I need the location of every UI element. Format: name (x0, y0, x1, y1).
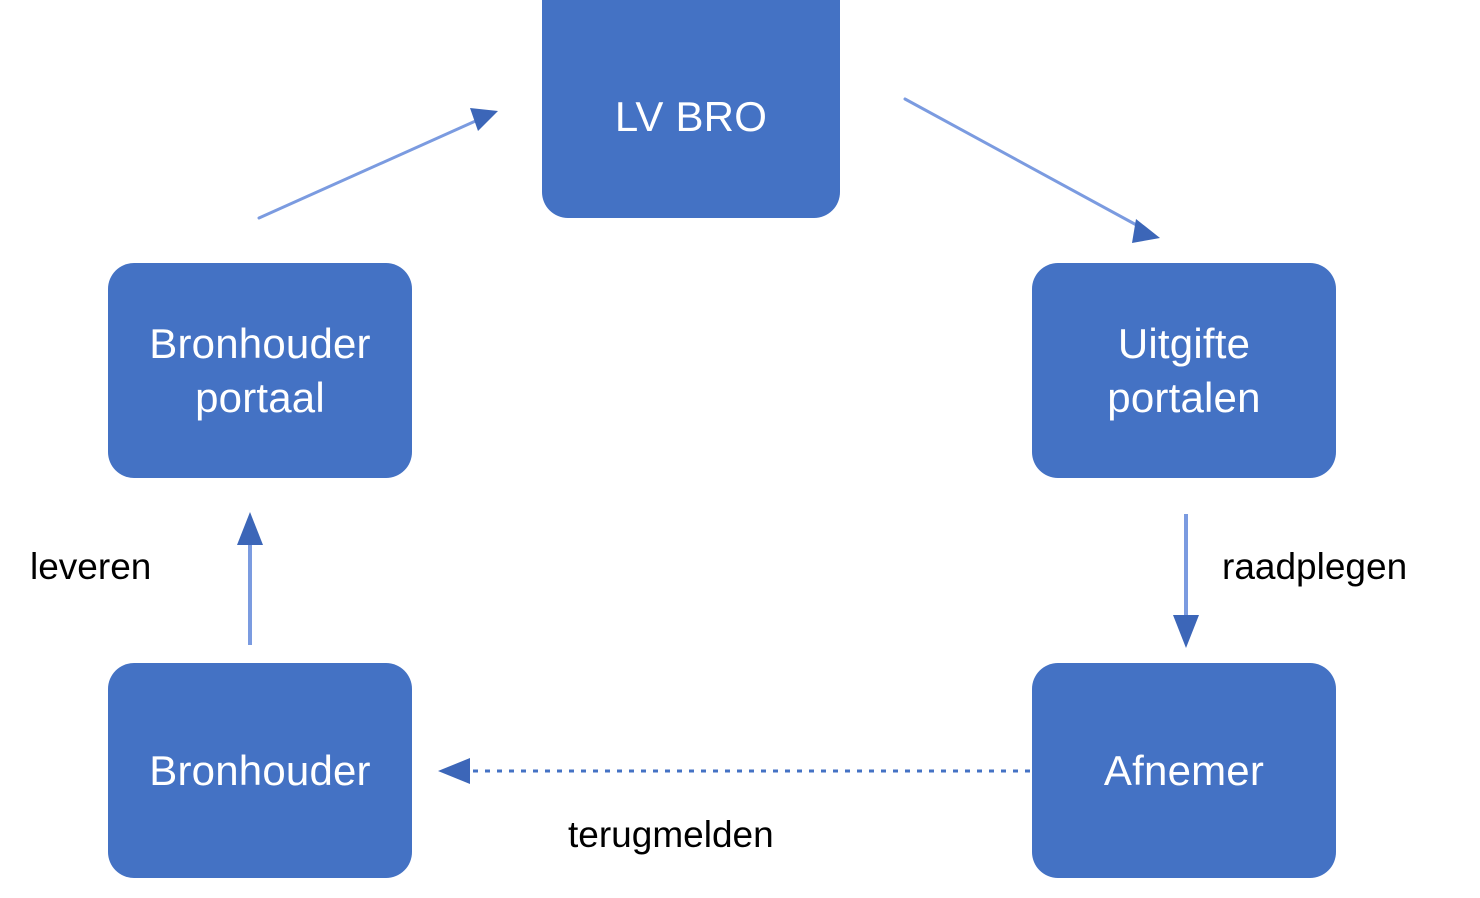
edge-uitgifte-portalen-to-afnemer (1173, 514, 1199, 648)
node-bronhouder-portaal[interactable]: Bronhouder portaal (108, 263, 412, 478)
edge-bronhouder-portaal-to-lv-bro (257, 108, 498, 220)
node-afnemer[interactable]: Afnemer (1032, 663, 1336, 878)
edge-label-leveren: leveren (30, 546, 152, 587)
edge-afnemer-to-bronhouder (438, 758, 1030, 784)
arrowhead-down-right (1132, 219, 1160, 243)
edge-lv-bro-to-uitgifte-portalen (903, 97, 1160, 243)
node-lv-bro[interactable]: LV BRO (542, 0, 840, 218)
node-bronhouder[interactable]: Bronhouder (108, 663, 412, 878)
edge-label-terugmelden: terugmelden (568, 814, 774, 855)
edge-label-raadplegen: raadplegen (1222, 546, 1408, 587)
node-uitgifte-portalen[interactable]: Uitgifte portalen (1032, 263, 1336, 478)
arrowhead-up (237, 512, 263, 545)
arrowhead-left (438, 758, 470, 784)
arrowhead-down (1173, 615, 1199, 648)
edge-bronhouder-to-bronhouder-portaal (237, 512, 263, 645)
arrowhead-up-right (470, 108, 498, 131)
